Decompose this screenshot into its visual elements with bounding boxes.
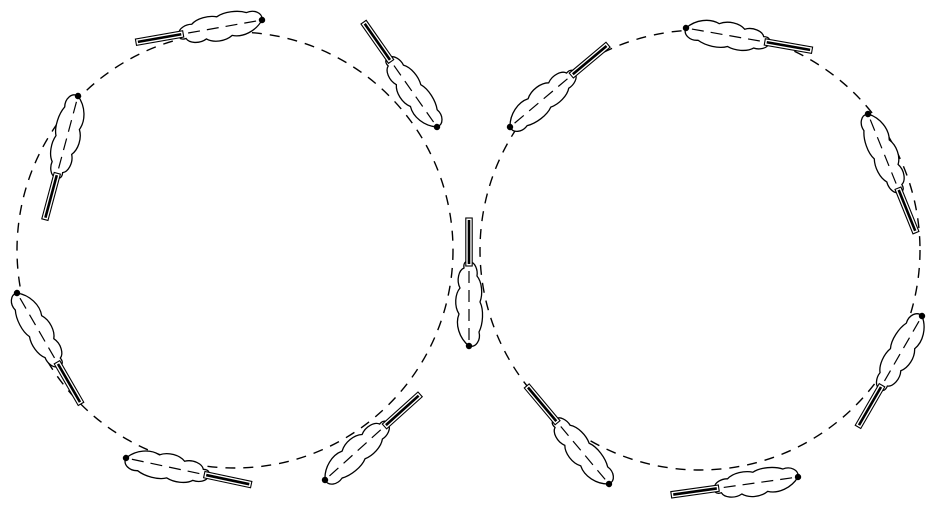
bird-figure-icon	[4, 284, 93, 411]
bird-figure-icon	[32, 89, 92, 223]
bird-figure-icon	[680, 14, 814, 63]
bird-figure-icon	[669, 463, 803, 508]
bird-figure-icon	[314, 384, 429, 492]
bird-figure-icon	[353, 14, 450, 137]
bird-figure-icon	[456, 218, 483, 349]
bird-figure-icon	[517, 377, 622, 495]
bird-figure-icon	[120, 444, 254, 498]
bird-figure-icon	[846, 306, 927, 433]
bird-figure-icon	[499, 35, 617, 140]
bird-figure-icon	[854, 106, 927, 238]
